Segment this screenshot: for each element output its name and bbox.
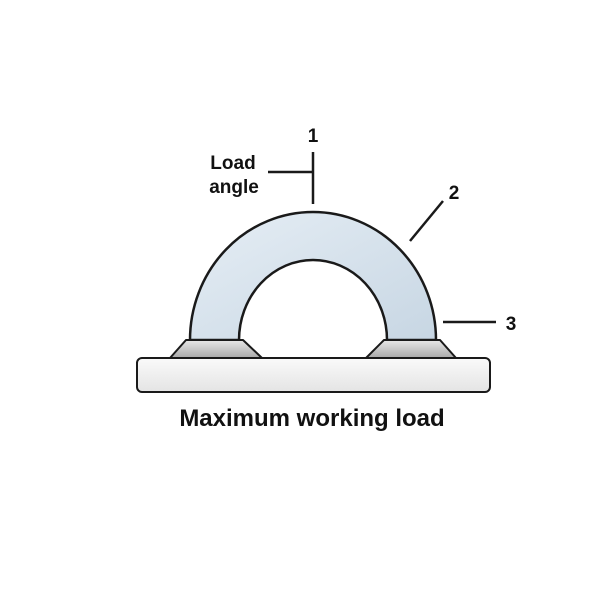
callout-2-leader xyxy=(409,200,444,242)
lifting-ring xyxy=(188,210,438,342)
load-angle-label-line2: angle xyxy=(209,177,259,198)
base-plate xyxy=(136,357,491,393)
callout-number-1: 1 xyxy=(308,126,319,147)
load-angle-label-line1: Load xyxy=(210,153,255,174)
callout-number-2: 2 xyxy=(449,183,460,204)
callout-number-3: 3 xyxy=(506,314,517,335)
diagram-caption: Maximum working load xyxy=(179,405,444,432)
weld-right xyxy=(365,339,457,359)
weld-left xyxy=(169,339,263,359)
